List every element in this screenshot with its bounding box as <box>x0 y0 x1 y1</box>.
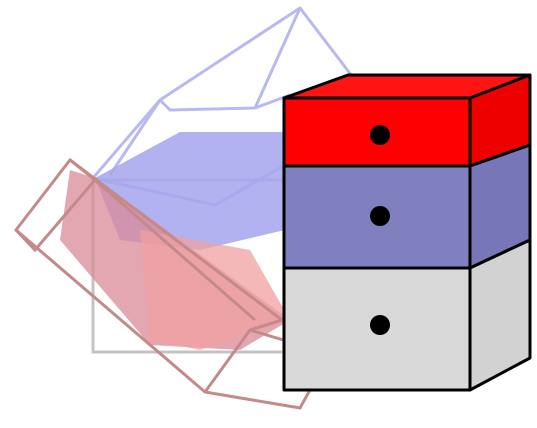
bottom-drawer-knob[interactable] <box>370 315 390 335</box>
middle-drawer-knob[interactable] <box>370 206 390 226</box>
bottom-drawer-side <box>470 240 530 390</box>
drawer-stack <box>284 75 530 390</box>
top-drawer-knob[interactable] <box>370 125 390 145</box>
